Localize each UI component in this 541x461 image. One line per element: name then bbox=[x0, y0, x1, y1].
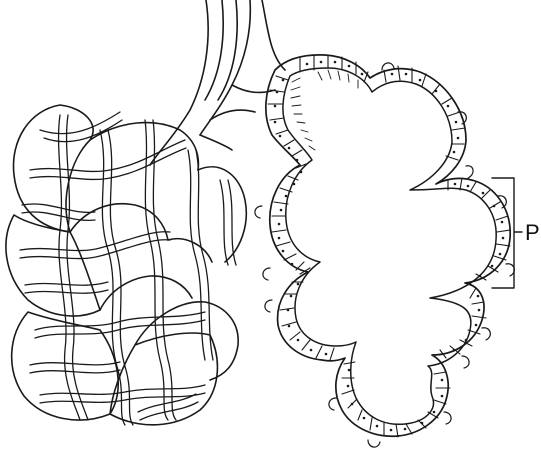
duct-outer-wall bbox=[266, 55, 510, 436]
cilia bbox=[291, 70, 358, 150]
alveolar-duct-section bbox=[255, 55, 514, 447]
bronchiole-trunk bbox=[150, 0, 285, 165]
capillary-network bbox=[20, 112, 236, 425]
cell-nuclei bbox=[274, 61, 505, 432]
epithelial-cells bbox=[268, 55, 510, 437]
alveolar-sac-cluster bbox=[6, 105, 246, 425]
alveolar-sacs bbox=[6, 105, 246, 425]
bracket-label: P bbox=[525, 220, 540, 245]
bracket-annotation: P bbox=[492, 178, 540, 288]
